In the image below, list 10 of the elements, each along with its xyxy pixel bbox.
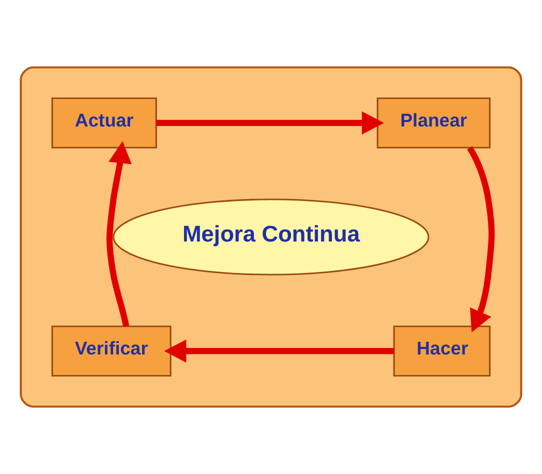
node-box: Hacer: [393, 326, 491, 377]
node-box: Planear: [376, 97, 491, 148]
node-box: Verificar: [51, 326, 172, 377]
arrow: [467, 146, 495, 332]
node-ellipse: Mejora Continua: [112, 198, 430, 276]
arrow: [106, 141, 132, 327]
arrow: [164, 339, 394, 363]
arrow: [156, 111, 384, 135]
node-box: Actuar: [51, 97, 157, 148]
cluster: [20, 66, 522, 408]
